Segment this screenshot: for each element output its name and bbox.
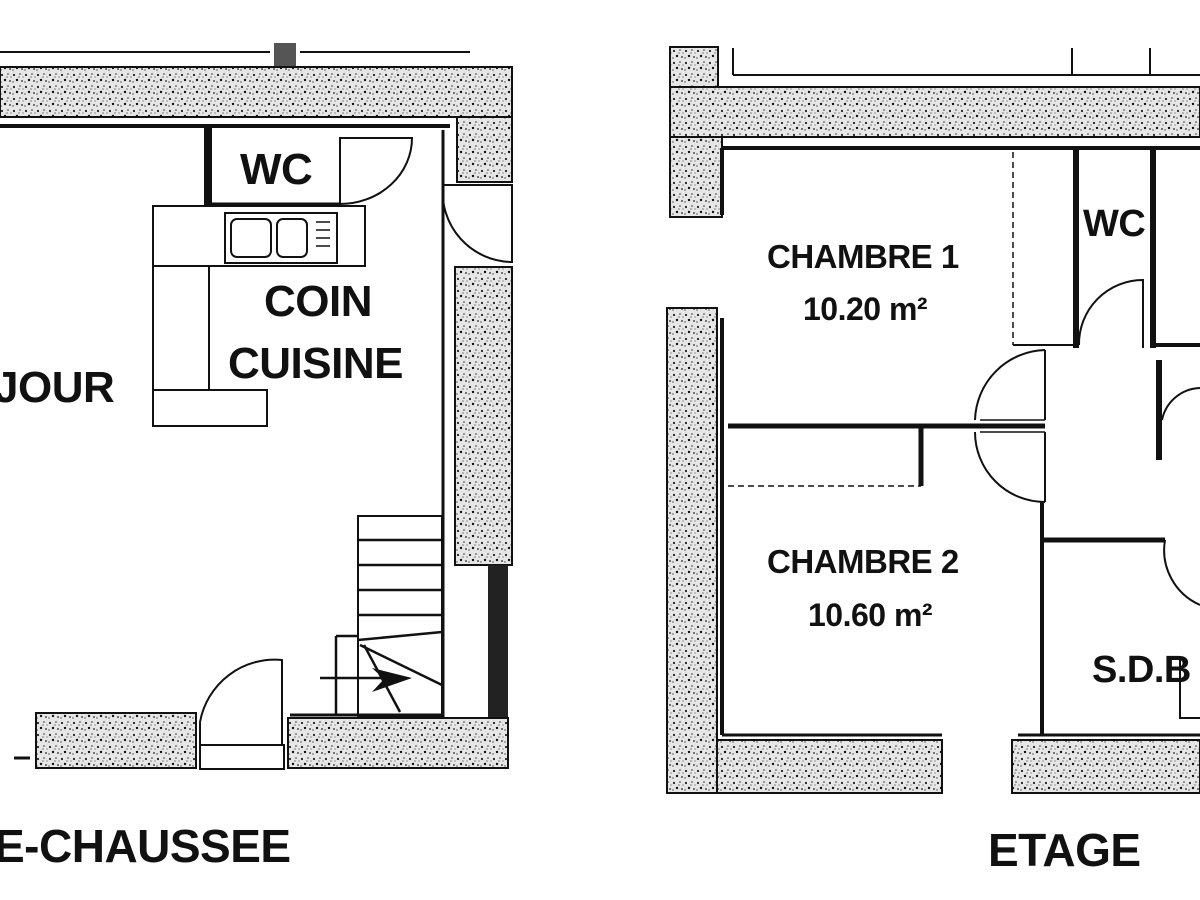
- north-wall-ground: [0, 66, 513, 118]
- upper-floor-title: ETAGE: [988, 824, 1141, 876]
- kitchen-label-line1: COIN: [264, 277, 372, 326]
- south-wall-right: [287, 717, 509, 769]
- chambre1-label: CHAMBRE 1: [767, 238, 959, 275]
- front-door-threshold: [199, 744, 285, 770]
- south-wall-left: [35, 712, 197, 769]
- north-wall-corner: [669, 46, 719, 88]
- chambre2-door-swing: [974, 431, 1046, 503]
- south-wall-upper-left: [716, 739, 943, 794]
- east-wall-upper: [456, 116, 513, 183]
- chimney-flue: [274, 43, 296, 67]
- kitchen-label-line2: CUISINE: [228, 339, 403, 388]
- north-wall-upper: [669, 86, 1200, 138]
- bathroom-label: S.D.B: [1092, 649, 1191, 691]
- sdb-door-swing: [1163, 539, 1200, 606]
- upper-wc-label: WC: [1083, 203, 1145, 245]
- south-wall-upper-right: [1011, 739, 1200, 794]
- living-room-label: JOUR: [0, 363, 114, 412]
- east-wall-lower: [454, 266, 513, 566]
- ground-wc-label: WC: [240, 145, 312, 194]
- front-door-swing: [199, 658, 283, 745]
- east-wall-base: [488, 565, 508, 725]
- sink-icon: [224, 212, 338, 264]
- ground-floor-title: E-CHAUSSEE: [0, 820, 291, 872]
- upper-wc-door-swing: [1077, 278, 1144, 348]
- stair-direction-arrow-icon: [372, 668, 412, 692]
- side-door-swing: [441, 184, 513, 264]
- wc-door-swing: [339, 137, 414, 205]
- chambre2-label: CHAMBRE 2: [767, 543, 959, 580]
- chambre2-area: 10.60 m²: [808, 597, 932, 633]
- chambre1-door-swing: [974, 349, 1046, 421]
- staircase: [320, 515, 443, 717]
- chambre1-area: 10.20 m²: [803, 291, 927, 327]
- upper-floor-plan: CHAMBRE 1 10.20 m² WC CHAMBRE 2 10.60 m²…: [666, 46, 1200, 876]
- ground-floor-plan: WC COIN CUISINE JOUR E-CHAUSSEE: [0, 43, 513, 872]
- west-wall-top: [669, 136, 723, 218]
- kitchen-bar: [152, 389, 268, 427]
- west-wall-lower: [666, 307, 718, 794]
